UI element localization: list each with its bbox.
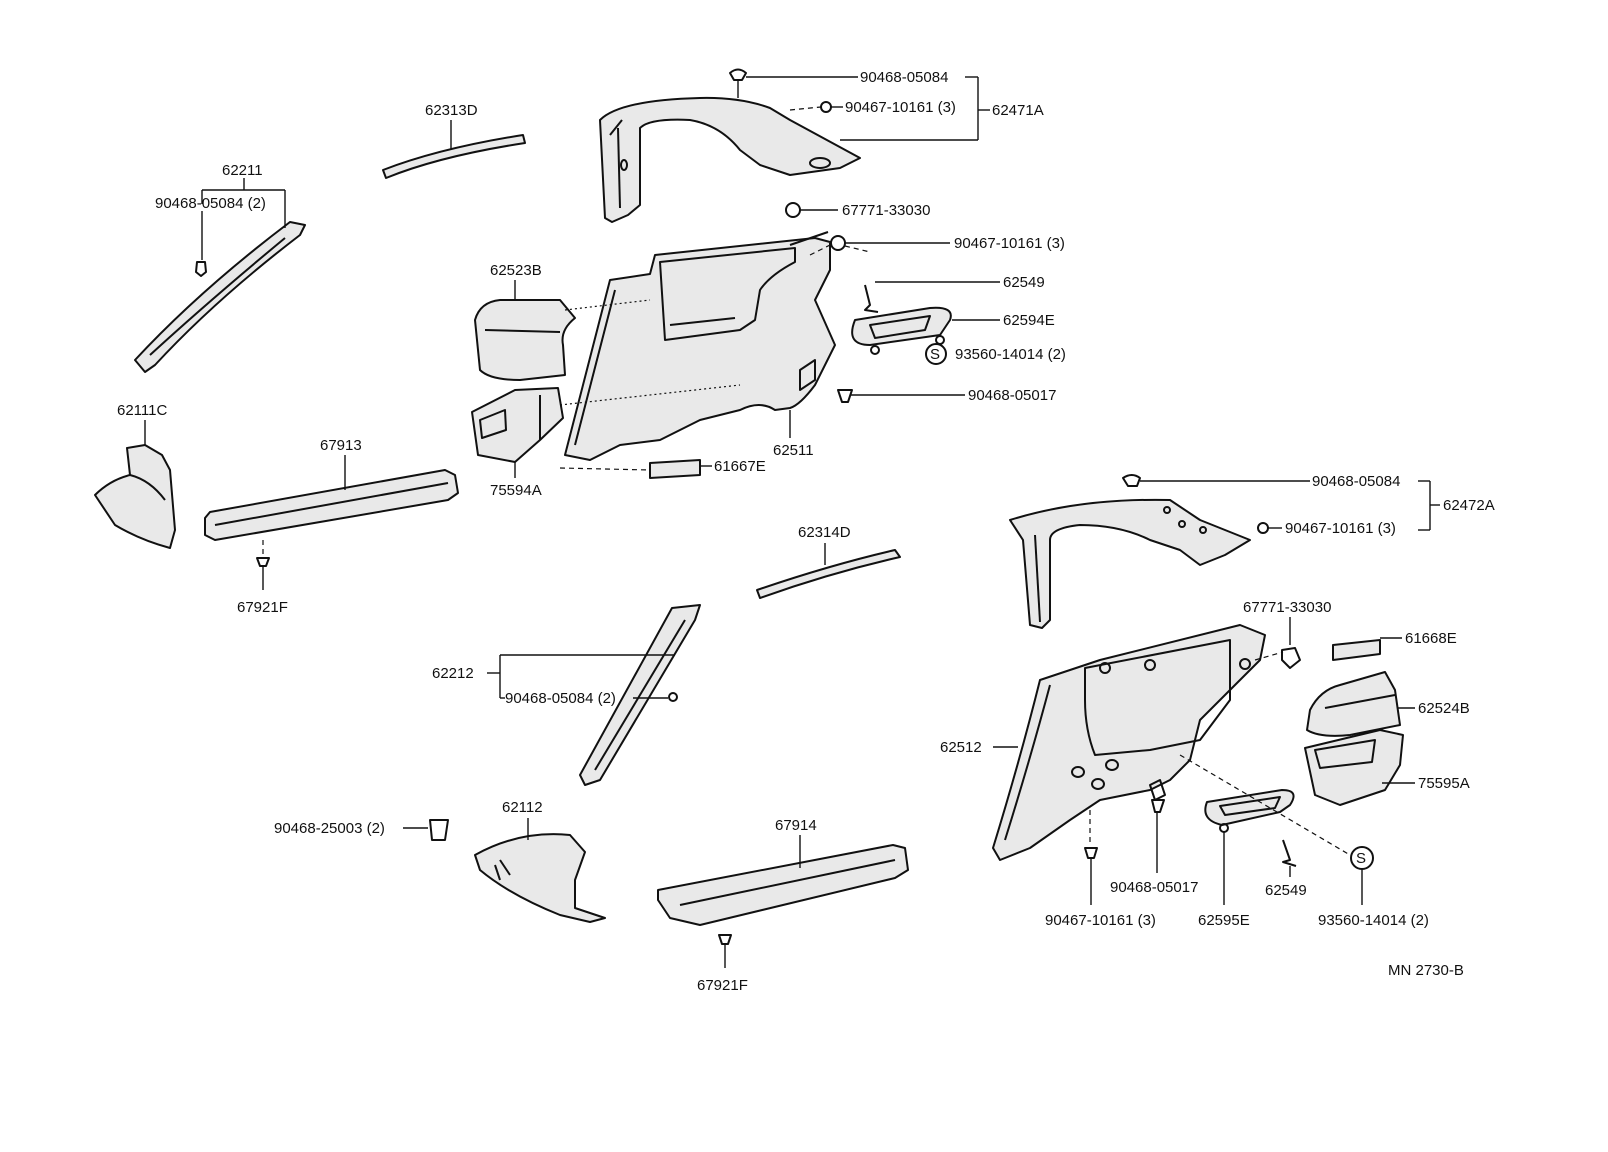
label-62549-b: 62549 xyxy=(1265,882,1307,899)
leaders-62471A xyxy=(746,76,990,141)
dashed-93560-b xyxy=(1179,754,1351,856)
s-symbol-2-text: S xyxy=(1356,850,1366,867)
pocket-62524B xyxy=(1306,671,1401,737)
clip-90468-25003 xyxy=(429,819,449,841)
quarter-pillar-garnish-upper xyxy=(599,68,861,223)
label-62111C: 62111C xyxy=(117,402,167,419)
quarter-trim-panel-62511 xyxy=(564,202,871,461)
label-90467-10161-b: 90467-10161 (3) xyxy=(954,235,1065,252)
label-62314D: 62314D xyxy=(798,524,851,541)
label-62594E: 62594E xyxy=(1003,312,1055,329)
clip-90468-05017-b xyxy=(1151,799,1165,813)
label-62472A: 62472A xyxy=(1443,497,1495,514)
scuff-plate-67913 xyxy=(204,469,459,541)
label-61667E: 61667E xyxy=(714,458,766,475)
s-symbol-2: S xyxy=(1350,846,1374,870)
hook-62549-a xyxy=(864,284,879,313)
quarter-trim-panel-62512 xyxy=(992,624,1266,861)
label-62112: 62112 xyxy=(502,799,543,816)
sticker-61668E xyxy=(1332,639,1381,661)
hook-62549-b xyxy=(1282,839,1297,867)
s-symbol-1-text: S xyxy=(930,346,940,363)
label-61668E: 61668E xyxy=(1405,630,1457,647)
dashed-61667E xyxy=(559,467,651,471)
label-62313D: 62313D xyxy=(425,102,478,119)
dashed-67771-b xyxy=(1254,651,1284,661)
center-pillar-garnish-62212 xyxy=(579,604,701,786)
label-62511: 62511 xyxy=(773,442,814,459)
leaders-62211 xyxy=(201,178,286,260)
s-symbol-1: S xyxy=(925,343,947,365)
quarter-pillar-garnish-lower xyxy=(1009,474,1269,629)
dotted-75594A xyxy=(559,384,741,406)
pocket-62523B xyxy=(474,299,576,381)
screw-67921F-a xyxy=(256,557,270,590)
tray-62594E xyxy=(851,306,952,355)
label-67921F-b: 67921F xyxy=(697,977,748,994)
label-90468-25003: 90468-25003 (2) xyxy=(274,820,385,837)
label-67771-33030-a: 67771-33030 xyxy=(842,202,930,219)
front-pillar-garnish-62211 xyxy=(134,221,306,373)
label-90468-05017-a: 90468-05017 xyxy=(968,387,1056,404)
label-62523B: 62523B xyxy=(490,262,542,279)
label-90467-10161-c: 90467-10161 (3) xyxy=(1285,520,1396,537)
clip-67771-b xyxy=(1281,647,1301,669)
label-93560-14014-a: 93560-14014 (2) xyxy=(955,346,1066,363)
screw-67921F-b xyxy=(718,934,732,968)
label-67913: 67913 xyxy=(320,437,362,454)
box-75594A xyxy=(471,387,564,463)
dotted-62523B xyxy=(564,299,651,311)
leaders-62511-area xyxy=(789,209,965,438)
leaders-62472A xyxy=(1140,480,1440,531)
label-75594A: 75594A xyxy=(490,482,542,499)
tray-62595E xyxy=(1204,789,1295,833)
label-62212: 62212 xyxy=(432,665,474,682)
label-67914: 67914 xyxy=(775,817,817,834)
weatherstrip-62313D xyxy=(382,134,526,179)
label-62211: 62211 xyxy=(222,162,263,179)
label-90468-05084-2-b: 90468-05084 (2) xyxy=(505,690,616,707)
sticker-61667E xyxy=(649,459,701,479)
label-62549-a: 62549 xyxy=(1003,274,1045,291)
label-62512: 62512 xyxy=(940,739,982,756)
screw-90467-d xyxy=(1084,847,1098,859)
box-75595A xyxy=(1304,729,1404,806)
diagram-reference-code: MN 2730-B xyxy=(1388,962,1464,979)
label-90468-05084-b: 90468-05084 xyxy=(1312,473,1400,490)
scuff-plate-67914 xyxy=(657,844,909,926)
label-75595A: 75595A xyxy=(1418,775,1470,792)
label-62524B: 62524B xyxy=(1418,700,1470,717)
label-67921F-a: 67921F xyxy=(237,599,288,616)
label-90468-05084-2-a: 90468-05084 (2) xyxy=(155,195,266,212)
clip-90468-05017-a xyxy=(837,389,853,403)
cowl-side-trim-62111C xyxy=(94,444,176,549)
label-67771-33030-b: 67771-33030 xyxy=(1243,599,1331,616)
leaders-62212 xyxy=(487,654,675,699)
label-62471A: 62471A xyxy=(992,102,1044,119)
label-90468-05084: 90468-05084 xyxy=(860,69,948,86)
label-90468-05017-b: 90468-05017 xyxy=(1110,879,1198,896)
label-90467-10161-d: 90467-10161 (3) xyxy=(1045,912,1156,929)
label-90467-10161-a: 90467-10161 (3) xyxy=(845,99,956,116)
label-62595E: 62595E xyxy=(1198,912,1250,929)
weatherstrip-62314D xyxy=(756,549,901,599)
label-93560-14014-b: 93560-14014 (2) xyxy=(1318,912,1429,929)
cowl-side-trim-62112 xyxy=(474,833,606,923)
